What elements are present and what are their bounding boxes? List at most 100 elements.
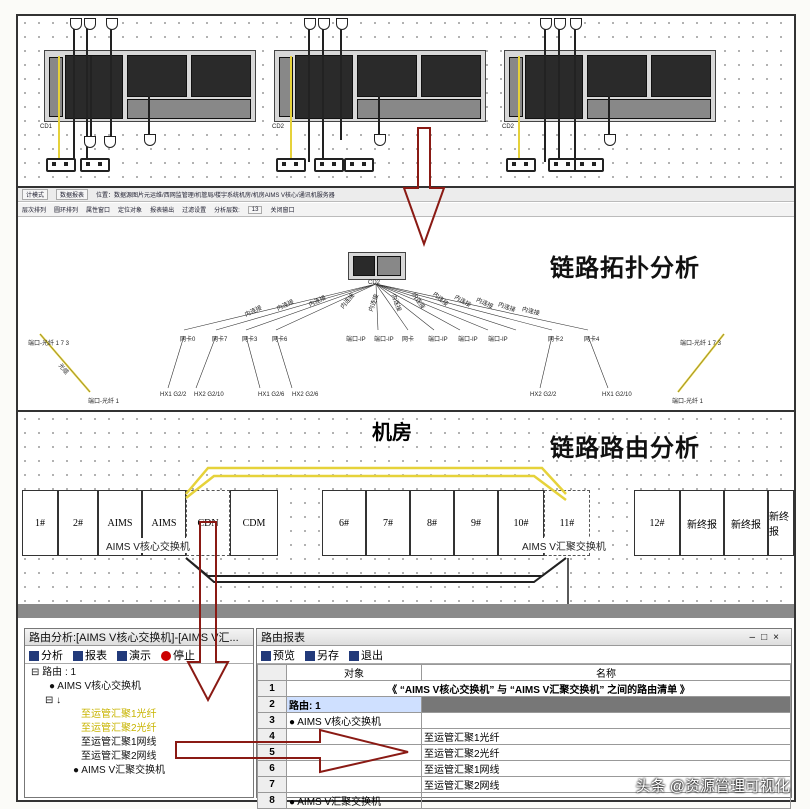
network-cable <box>90 56 92 140</box>
table-row[interactable]: 1 《 “AIMS V核心交换机” 与 “AIMS V汇聚交换机” 之间的路由清… <box>257 680 791 697</box>
device-rack-view: CD1 CD2 CD2 <box>16 14 796 190</box>
port-icon[interactable] <box>344 158 374 172</box>
analysis-depth-input[interactable]: 13 <box>247 205 263 214</box>
node-nic-3[interactable]: 网卡3 <box>242 337 258 343</box>
preview-button[interactable]: 预览 <box>261 647 295 663</box>
row-number: 4 <box>257 728 287 745</box>
cabinet[interactable]: 12# <box>634 490 680 556</box>
center-device[interactable] <box>348 252 406 280</box>
device-label: CD2 <box>272 124 285 130</box>
name-cell <box>421 712 791 729</box>
properties-window-button[interactable]: 属性窗口 <box>86 208 111 214</box>
route-analysis-toolbar: 分析 报表 演示 停止 <box>25 646 253 664</box>
server-device-2[interactable] <box>274 50 486 122</box>
node-nic[interactable]: 网卡 <box>402 337 415 343</box>
endpoint-label[interactable]: HX2 G2/2 <box>530 392 557 398</box>
close-window-button[interactable]: 关闭窗口 <box>270 208 295 214</box>
right-fiber-port[interactable]: 端口-光纤 1 7 3 <box>680 341 722 347</box>
device-label: CD1 <box>40 124 53 130</box>
demo-button[interactable]: 演示 <box>117 647 151 663</box>
route-lines <box>185 466 569 612</box>
tab-data-report[interactable]: 数据报表 <box>56 189 89 200</box>
watermark: 头条 @资源管理可视化 <box>635 778 790 795</box>
port-icon[interactable] <box>574 158 604 172</box>
network-cable <box>308 20 310 162</box>
node-nic-6[interactable]: 网卡6 <box>272 337 288 343</box>
port-icon[interactable] <box>46 158 76 172</box>
server-device-3[interactable] <box>504 50 716 122</box>
locate-object-button[interactable]: 定位对象 <box>118 208 143 214</box>
endpoint-label[interactable]: HX2 G2/6 <box>292 392 319 398</box>
tree-core-switch[interactable]: ● AIMS V核心交换机 <box>49 681 142 692</box>
tree-fiber-1[interactable]: 至运管汇聚1光纤 <box>81 709 157 720</box>
rack-bay <box>509 57 523 117</box>
save-as-button[interactable]: 另存 <box>305 647 339 663</box>
port-icon[interactable] <box>314 158 344 172</box>
port-icon[interactable] <box>548 158 578 172</box>
exit-button[interactable]: 退出 <box>349 647 383 663</box>
route-analysis-title: 链路路由分析 <box>550 435 700 462</box>
left-bottom-port[interactable]: 端口-光纤 1 <box>88 399 120 405</box>
endpoint-label[interactable]: HX1 G2/2 <box>160 392 187 398</box>
analyze-button[interactable]: 分析 <box>29 647 63 663</box>
cabinet[interactable]: 7# <box>366 490 410 556</box>
window-controls[interactable]: –□× <box>749 631 785 643</box>
tree-route-node[interactable]: ⊟ 路由 : 1 <box>31 667 77 678</box>
node-nic-0[interactable]: 网卡0 <box>180 337 196 343</box>
node-port-ip[interactable]: 端口-IP <box>374 337 394 343</box>
table-row[interactable]: 7 至运管汇聚2网线 <box>257 776 791 793</box>
node-nic-4[interactable]: 网卡4 <box>584 337 600 343</box>
highlight-cell <box>421 696 791 713</box>
tree-cable-2[interactable]: 至运管汇聚2网线 <box>81 751 157 762</box>
route-report-window: 路由报表 –□× 预览 另存 退出 对象 名称 1 《 “AIMS V核心交换机… <box>256 628 792 809</box>
tree-fiber-2[interactable]: 至运管汇聚2光纤 <box>81 723 157 734</box>
node-port-ip[interactable]: 端口-IP <box>458 337 478 343</box>
plug-icon <box>318 18 330 30</box>
cabinet[interactable]: 8# <box>410 490 454 556</box>
endpoint-label[interactable]: HX2 G2/10 <box>194 392 224 398</box>
table-row[interactable]: 3 ● AIMS V核心交换机 <box>257 712 791 729</box>
endpoint-label[interactable]: HX1 G2/10 <box>602 392 632 398</box>
node-port-ip[interactable]: 端口-IP <box>428 337 448 343</box>
tree-agg-switch[interactable]: ● AIMS V汇聚交换机 <box>73 765 166 776</box>
node-nic-7[interactable]: 网卡7 <box>212 337 228 343</box>
port-icon[interactable] <box>80 158 110 172</box>
cabinet[interactable]: 新终报 <box>680 490 724 556</box>
rack-bay <box>353 256 375 276</box>
table-row[interactable]: 5 至运管汇聚2光纤 <box>257 744 791 761</box>
left-fiber-port[interactable]: 端口-光纤 1 7 3 <box>28 341 70 347</box>
node-port-ip[interactable]: 端口-IP <box>346 337 366 343</box>
exit-button-label: 退出 <box>361 649 383 662</box>
report-button[interactable]: 报表 <box>73 647 107 663</box>
tree-cable-1[interactable]: 至运管汇聚1网线 <box>81 737 157 748</box>
cabinet[interactable]: 1# <box>22 490 58 556</box>
cabinet[interactable]: 新终报 <box>724 490 768 556</box>
node-port-ip[interactable]: 端口-IP <box>488 337 508 343</box>
cabinet[interactable]: CDM <box>230 490 278 556</box>
cabinet[interactable]: 6# <box>322 490 366 556</box>
splitter-bar[interactable] <box>18 604 794 618</box>
port-icon[interactable] <box>276 158 306 172</box>
filter-settings-button[interactable]: 过滤设置 <box>182 208 207 214</box>
layout-ring-button[interactable]: 圆环排列 <box>54 208 79 214</box>
node-nic-2[interactable]: 网卡2 <box>548 337 564 343</box>
plug-icon <box>70 18 82 30</box>
cabinet[interactable]: 2# <box>58 490 98 556</box>
cabinet[interactable]: 9# <box>454 490 498 556</box>
server-device-1[interactable] <box>44 50 256 122</box>
report-output-button[interactable]: 报表输出 <box>150 208 175 214</box>
agg-switch-label[interactable]: AIMS V汇聚交换机 <box>522 538 606 553</box>
port-icon[interactable] <box>506 158 536 172</box>
stop-button[interactable]: 停止 <box>161 647 195 663</box>
core-switch-label[interactable]: AIMS V核心交换机 <box>106 538 190 553</box>
table-row[interactable]: 2 路由: 1 <box>257 696 791 713</box>
tree-subgroup[interactable]: ⊟ ↓ <box>45 695 62 706</box>
layout-hierarchy-button[interactable]: 层次排列 <box>22 208 47 214</box>
right-bottom-port[interactable]: 端口-光纤 1 <box>672 399 704 405</box>
tab-design-mode[interactable]: 计模式 <box>22 189 49 200</box>
rack-bay <box>191 55 251 97</box>
endpoint-label[interactable]: HX1 G2/6 <box>258 392 285 398</box>
table-row[interactable]: 4 至运管汇聚1光纤 <box>257 728 791 745</box>
cabinet[interactable]: 新终报 <box>768 490 794 556</box>
network-cable <box>322 20 324 162</box>
